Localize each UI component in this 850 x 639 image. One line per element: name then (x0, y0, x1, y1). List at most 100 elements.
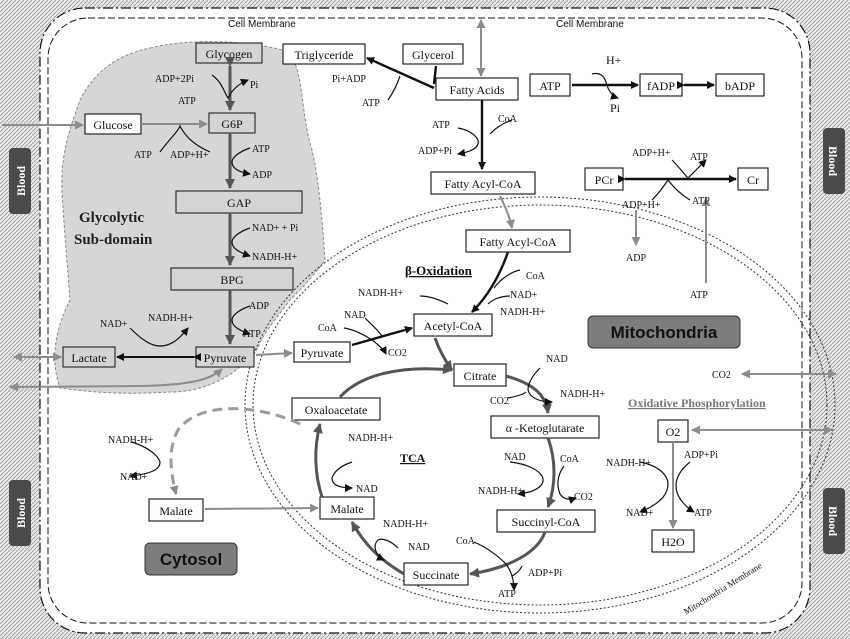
arrow-beta-ox (471, 251, 510, 313)
label-nadhh-ox: NADH-H+ (606, 458, 651, 469)
svg-text:ATP: ATP (539, 79, 561, 93)
blood-label-right-top: Blood (823, 128, 845, 194)
label-atp-suc: ATP (498, 589, 516, 600)
curve-akg-coa (557, 465, 577, 505)
mitochondria-membrane-outer (244, 196, 836, 614)
svg-text:Citrate: Citrate (464, 369, 497, 383)
curve-oxphos-right (675, 461, 695, 513)
label-coa-pyr: CoA (318, 323, 338, 334)
curve-gap (231, 227, 251, 258)
arrow-oax-malate-shuttle (169, 407, 301, 495)
node-g6p: G6P (208, 112, 256, 134)
node-bpg: BPG (170, 267, 294, 291)
svg-text:Acetyl-CoA: Acetyl-CoA (424, 319, 483, 333)
curve-succinyl-adp (511, 565, 523, 577)
svg-text:Fatty Acyl-CoA: Fatty Acyl-CoA (445, 177, 522, 191)
node-fatty-acyl-coa-cytosol: Fatty Acyl-CoA (430, 171, 536, 195)
label-co2-pyr: CO2 (388, 348, 407, 359)
label-coa-fa: CoA (498, 114, 518, 125)
label-atp-gly: ATP (178, 96, 196, 107)
label-coa-suc: CoA (456, 536, 476, 547)
svg-text:Blood: Blood (826, 146, 840, 176)
curve-pcr-top (671, 159, 707, 179)
curve-cytosol-malate (129, 441, 161, 480)
svg-text:Oxaloacetate: Oxaloacetate (305, 403, 368, 417)
label-piadp-tg: Pi+ADP (332, 74, 366, 85)
curve-citrate-co2 (507, 391, 527, 399)
svg-text:O2: O2 (666, 425, 681, 439)
arrow-citrate-akg (505, 374, 552, 414)
arrow-succinate-malate (350, 521, 405, 576)
label-nadhh-cit: NADH-H+ (560, 389, 605, 400)
node-atp: ATP (529, 73, 571, 97)
svg-text:Pyruvate: Pyruvate (301, 346, 344, 360)
label-nadhh-lac: NADH-H+ (148, 313, 193, 324)
curve-citrate (527, 367, 553, 406)
label-adppi-fa: ADP+Pi (418, 146, 452, 157)
label-adp-g6p: ADP (252, 170, 272, 181)
svg-text:Triglyceride: Triglyceride (295, 48, 354, 62)
arrow-succinylcoa-succinate (469, 531, 547, 578)
label-adp-bpg: ADP (249, 301, 269, 312)
arrow-pyruvate-transport (255, 348, 293, 358)
arrow-malate-transport (204, 503, 319, 513)
curve-succinate (374, 538, 399, 561)
curve-pyruvate-nad (364, 317, 383, 337)
glycolytic-label-2: Sub-domain (74, 232, 153, 248)
svg-text:H2O: H2O (661, 535, 685, 549)
node-glucose: Glucose (84, 113, 142, 135)
label-atp-pcr2: ATP (692, 196, 710, 207)
label-atp-pcr: ATP (690, 152, 708, 163)
curve-fa (457, 127, 479, 157)
arrow-fa-triglyceride (366, 56, 435, 90)
label-nad-oax: NAD (356, 484, 378, 495)
svg-text:Blood: Blood (14, 498, 28, 528)
label-adph-pcr: ADP+H+ (632, 148, 671, 159)
label-atp-fa: ATP (432, 120, 450, 131)
svg-text:PCr: PCr (595, 173, 614, 187)
arrow-oax-citrate (338, 364, 453, 399)
svg-text:bADP: bADP (725, 79, 755, 93)
svg-text:G6P: G6P (221, 117, 243, 131)
cell-membrane-inner (47, 17, 803, 624)
blood-label-left-top: Blood (9, 148, 31, 214)
ox-phos-label: Oxidative Phosphorylation (628, 396, 766, 410)
label-co2-mito: CO2 (712, 370, 731, 381)
curve-pyruvate (343, 327, 387, 355)
label-nad-mal: NAD (408, 542, 430, 553)
curve-g6p (231, 147, 251, 177)
tca-label: TCA (400, 451, 426, 465)
curve-beta-1 (493, 269, 521, 289)
curve-oxphos-left (639, 461, 669, 514)
label-nad-akg: NAD (504, 452, 526, 463)
node-fatty-acyl-coa-mito: Fatty Acyl-CoA (465, 229, 571, 253)
label-pi-atp: Pi (610, 101, 621, 115)
label-adp2pi: ADP+2Pi (155, 74, 194, 85)
label-nad-cit: NAD (546, 354, 568, 365)
label-nad-cyt: NAD+ (120, 472, 148, 483)
label-nadpi: NAD+ + Pi (252, 223, 299, 234)
label-coa-akg: CoA (560, 454, 580, 465)
svg-text:GAP: GAP (227, 196, 251, 210)
svg-text:Cytosol: Cytosol (160, 550, 222, 569)
blood-label-right-bottom: Blood (823, 488, 845, 554)
arrow-akg-succinylcoa (546, 437, 556, 508)
curve-fa-coa (489, 119, 513, 135)
label-nadhh-cyt: NADH-H+ (108, 435, 153, 446)
label-nadhh-mal: NADH-H+ (383, 519, 428, 530)
mitochondria-membrane-inner (252, 204, 828, 606)
label-adppi-ox: ADP+Pi (684, 450, 718, 461)
blood-label-left-bottom: Blood (9, 480, 31, 546)
node-triglyceride: Triglyceride (282, 43, 366, 65)
label-h-plus: H+ (606, 53, 622, 67)
curve-malate (331, 461, 353, 492)
curve-pcr-bottom (651, 178, 691, 201)
label-nad-lac: NAD+ (100, 319, 128, 330)
label-adph-pcr2: ADP+H+ (622, 200, 661, 211)
node-succinyl-coa: Succinyl-CoA (496, 509, 596, 533)
label-nadhh-beta2: NADH-H+ (358, 288, 403, 299)
label-atp-bpg: ATP (243, 329, 261, 340)
label-nadhh-oax: NADH-H+ (348, 433, 393, 444)
label-co2-akg: CO2 (574, 492, 593, 503)
